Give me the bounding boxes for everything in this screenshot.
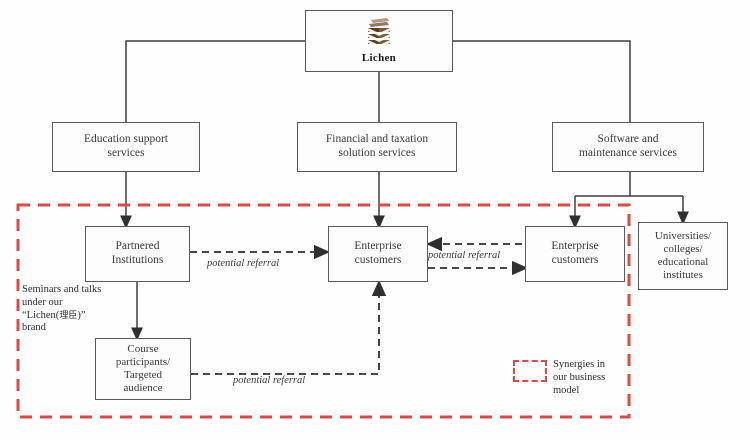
edge-lichen-to-software — [453, 40, 631, 122]
node-label: Universities/ colleges/ educational inst… — [654, 230, 712, 281]
seminar-note-line-2: talks under our — [22, 284, 102, 308]
node-course-participants[interactable]: Course participants/ Targeted audience — [95, 338, 191, 400]
synergy-boundary — [16, 203, 631, 419]
lichen-logo-icon — [362, 15, 396, 51]
edge-label-potential-referral-2: potential referral — [428, 250, 501, 261]
node-label: Education support services — [84, 133, 168, 159]
node-label: Enterprise customers — [354, 240, 402, 266]
node-universities-colleges[interactable]: Universities/ colleges/ educational inst… — [638, 222, 728, 290]
node-enterprise-customers-right[interactable]: Enterprise customers — [525, 226, 625, 282]
legend: Synergies in our business model — [513, 358, 625, 397]
seminars-and-talks-annotation: Seminars and talks under our “Lichen(理臣)… — [22, 284, 108, 335]
node-label: Partnered Institutions — [111, 240, 164, 266]
node-financial-taxation-services[interactable]: Financial and taxation solution services — [297, 122, 457, 172]
node-label: Enterprise customers — [551, 240, 599, 266]
seminar-note-line-3-post: )” — [77, 309, 86, 321]
seminar-note-line-1: Seminars and — [22, 284, 79, 295]
red-dashed-rectangle-icon — [513, 360, 547, 382]
edge-course-to-enterprise-referral — [191, 279, 387, 375]
node-education-support-services[interactable]: Education support services — [52, 122, 200, 172]
node-software-maintenance-services[interactable]: Software and maintenance services — [552, 122, 704, 172]
node-label: Financial and taxation solution services — [325, 133, 429, 159]
edge-label-potential-referral-1: potential referral — [207, 258, 280, 269]
seminar-note-chinese-name: 理臣 — [59, 309, 78, 320]
edge-lichen-to-education — [125, 40, 305, 122]
node-lichen[interactable]: Lichen — [305, 10, 453, 72]
node-label: Software and maintenance services — [578, 133, 678, 159]
seminar-note-line-4: brand — [22, 322, 46, 334]
node-enterprise-customers-center[interactable]: Enterprise customers — [328, 226, 428, 282]
lichen-brand-label: Lichen — [361, 52, 397, 64]
node-label: Course participants/ Targeted audience — [115, 343, 171, 394]
node-partnered-institutions[interactable]: Partnered Institutions — [85, 226, 190, 282]
legend-label: Synergies in our business model — [553, 359, 606, 397]
edge-software-split-left — [575, 172, 631, 197]
seminar-note-line-3-pre: “Lichen( — [22, 309, 60, 321]
edge-label-potential-referral-3: potential referral — [233, 375, 306, 386]
